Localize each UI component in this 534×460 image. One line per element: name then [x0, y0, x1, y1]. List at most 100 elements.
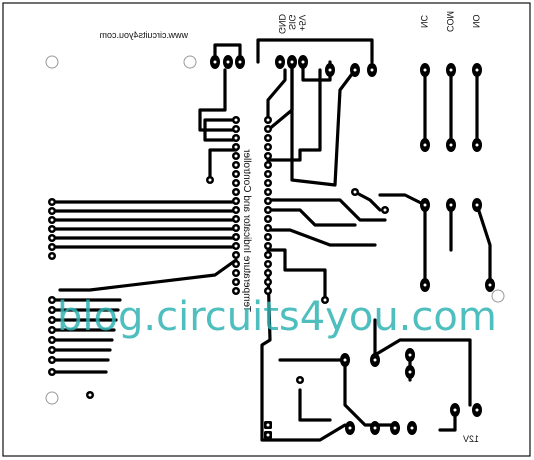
- pad-hole: [234, 244, 238, 248]
- pad-hole: [373, 358, 377, 362]
- pad-hole: [234, 127, 238, 131]
- pad-hole: [301, 60, 305, 64]
- relay-trace: [353, 190, 382, 212]
- pad-hole: [234, 217, 238, 221]
- pad-hole: [234, 118, 238, 122]
- power-trace: [298, 388, 332, 422]
- pad-hole: [370, 68, 374, 72]
- pad-hole: [50, 370, 54, 374]
- supply-label: 12V: [463, 434, 479, 444]
- pad-hole: [266, 145, 270, 149]
- mcu-trace: [266, 208, 357, 227]
- pad-hole: [290, 60, 294, 64]
- pad-hole: [50, 209, 54, 213]
- mcu-trace: [198, 68, 238, 132]
- pad-hole: [234, 289, 238, 293]
- pad-hole: [423, 143, 427, 147]
- pad-hole: [423, 203, 427, 207]
- pad-hole: [348, 426, 352, 430]
- pad-hole: [234, 172, 238, 176]
- pad-hole: [50, 236, 54, 240]
- pad-hole: [88, 393, 92, 397]
- pad-hole: [50, 254, 54, 258]
- pad-hole: [266, 433, 270, 437]
- pad-hole: [266, 423, 270, 427]
- pad-hole: [266, 190, 270, 194]
- pad-hole: [266, 226, 270, 230]
- pad-hole: [50, 358, 54, 362]
- pad-hole: [50, 298, 54, 302]
- pad-hole: [266, 154, 270, 158]
- pad-hole: [266, 244, 270, 248]
- relay-label-nc: NC: [419, 15, 429, 28]
- pad-hole: [423, 68, 427, 72]
- pad-hole: [226, 60, 230, 64]
- pad-hole: [298, 378, 302, 382]
- pad-hole: [50, 328, 54, 332]
- pad-hole: [328, 68, 332, 72]
- pad-hole: [266, 181, 270, 185]
- pad-hole: [475, 143, 479, 147]
- mcu-trace: [266, 68, 287, 122]
- pad-hole: [50, 218, 54, 222]
- mcu-trace: [260, 268, 347, 442]
- pad-hole: [234, 145, 238, 149]
- pin-label-5v: +5V: [297, 15, 307, 31]
- mcu-trace: [266, 198, 387, 222]
- pad-hole: [50, 318, 54, 322]
- pad-hole: [234, 199, 238, 203]
- copper-traces: [50, 38, 492, 442]
- pin-label-gnd: GND: [277, 14, 287, 35]
- power-trace: [343, 358, 397, 427]
- board-outline: [2, 2, 531, 457]
- mcu-trace: [266, 68, 322, 162]
- pad-hole: [453, 408, 457, 412]
- pad-hole: [234, 253, 238, 257]
- watermark-text: blog.circuits4you.com: [57, 294, 497, 340]
- pad-hole: [266, 271, 270, 275]
- pad-hole: [238, 60, 242, 64]
- pad-hole: [50, 348, 54, 352]
- mcu-trace: [208, 148, 238, 182]
- pad-hole: [234, 136, 238, 140]
- pad-hole: [234, 226, 238, 230]
- pad-hole: [266, 289, 270, 293]
- pad-hole: [234, 235, 238, 239]
- pad-hole: [278, 60, 282, 64]
- pad-hole: [266, 199, 270, 203]
- pad-hole: [408, 353, 412, 357]
- power-trace: [373, 318, 472, 407]
- mcu-trace: [266, 228, 377, 247]
- pad-hole: [234, 190, 238, 194]
- pad-hole: [266, 208, 270, 212]
- relay-trace: [475, 203, 492, 287]
- pad-hole: [234, 271, 238, 275]
- connector-trace: [256, 38, 374, 64]
- pad-hole: [266, 262, 270, 266]
- pad-hole: [353, 68, 357, 72]
- pad-hole: [475, 203, 479, 207]
- pad-hole: [449, 68, 453, 72]
- pad-hole: [234, 181, 238, 185]
- pad-hole: [234, 208, 238, 212]
- pad-hole: [266, 172, 270, 176]
- pin-label-sig: SIG: [287, 14, 297, 30]
- pad-hole: [266, 280, 270, 284]
- pad-hole: [213, 60, 217, 64]
- pad-hole: [449, 143, 453, 147]
- pad-hole: [475, 68, 479, 72]
- pad-hole: [266, 127, 270, 131]
- mcu-trace: [266, 248, 327, 302]
- pad-hole: [475, 408, 479, 412]
- relay-label-no: NO: [471, 15, 481, 29]
- pad-hole: [383, 208, 387, 212]
- board-title-text: Temperature Indicator and Controller: [241, 148, 252, 312]
- mounting-holes: [45, 55, 505, 405]
- connector-trace: [213, 43, 242, 64]
- pad-hole: [353, 190, 357, 194]
- pad-hole: [234, 280, 238, 284]
- pad-hole: [423, 283, 427, 287]
- relay-trace: [378, 193, 427, 207]
- relay-label-com: COM: [445, 11, 455, 32]
- pad-hole: [50, 227, 54, 231]
